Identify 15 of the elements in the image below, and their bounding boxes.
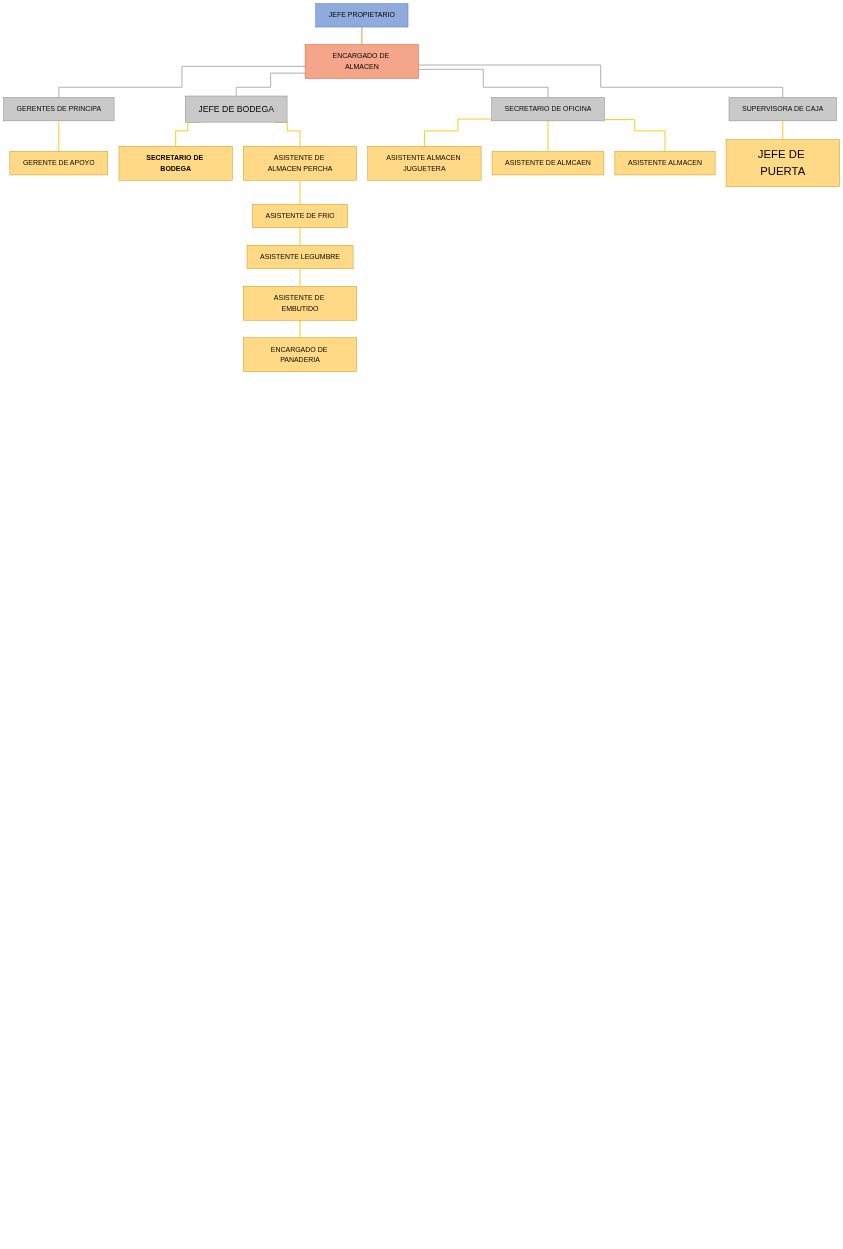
connector <box>299 227 301 246</box>
node-box: JEFE DE BODEGA <box>185 95 288 123</box>
connector <box>604 119 666 152</box>
connector <box>418 64 784 98</box>
connector <box>299 268 301 287</box>
connector <box>423 118 492 147</box>
connector <box>782 120 784 141</box>
connector <box>299 319 301 339</box>
connector <box>58 120 60 152</box>
connector <box>361 26 363 45</box>
connector <box>58 65 306 98</box>
connector <box>299 179 301 205</box>
connector <box>235 72 306 97</box>
node-box: JEFE DE PUERTA <box>725 139 840 187</box>
connector <box>418 68 549 98</box>
